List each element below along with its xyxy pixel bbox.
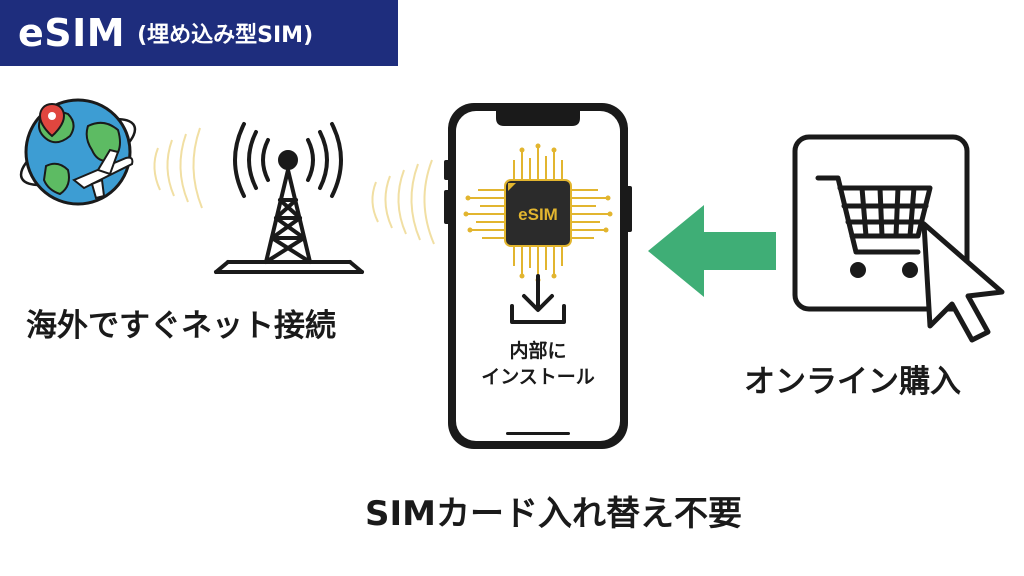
download-icon: [510, 274, 566, 324]
install-text-line2: インストール: [481, 366, 595, 388]
mouse-cursor-icon: [921, 221, 1005, 343]
signal-tower-icon: [214, 122, 364, 274]
header-subtitle: (埋め込み型SIM): [137, 23, 314, 48]
signal-waves-right: [371, 159, 435, 245]
caption-overseas-connect: 海外ですぐネット接続: [26, 308, 336, 344]
left-arrow-icon: [648, 205, 776, 297]
chip-label: eSIM: [518, 205, 558, 224]
signal-waves-left: [153, 127, 203, 209]
header-banner: eSIM (埋め込み型SIM): [0, 0, 398, 66]
globe-with-airplane-icon: [19, 98, 137, 206]
header-title: eSIM: [18, 11, 126, 55]
caption-online-purchase: オンライン購入: [744, 364, 961, 400]
esim-chip-icon: eSIM: [463, 143, 613, 283]
install-text-line1: 内部に: [509, 340, 567, 362]
caption-no-sim-swap: SIMカード入れ替え不要: [365, 494, 742, 534]
